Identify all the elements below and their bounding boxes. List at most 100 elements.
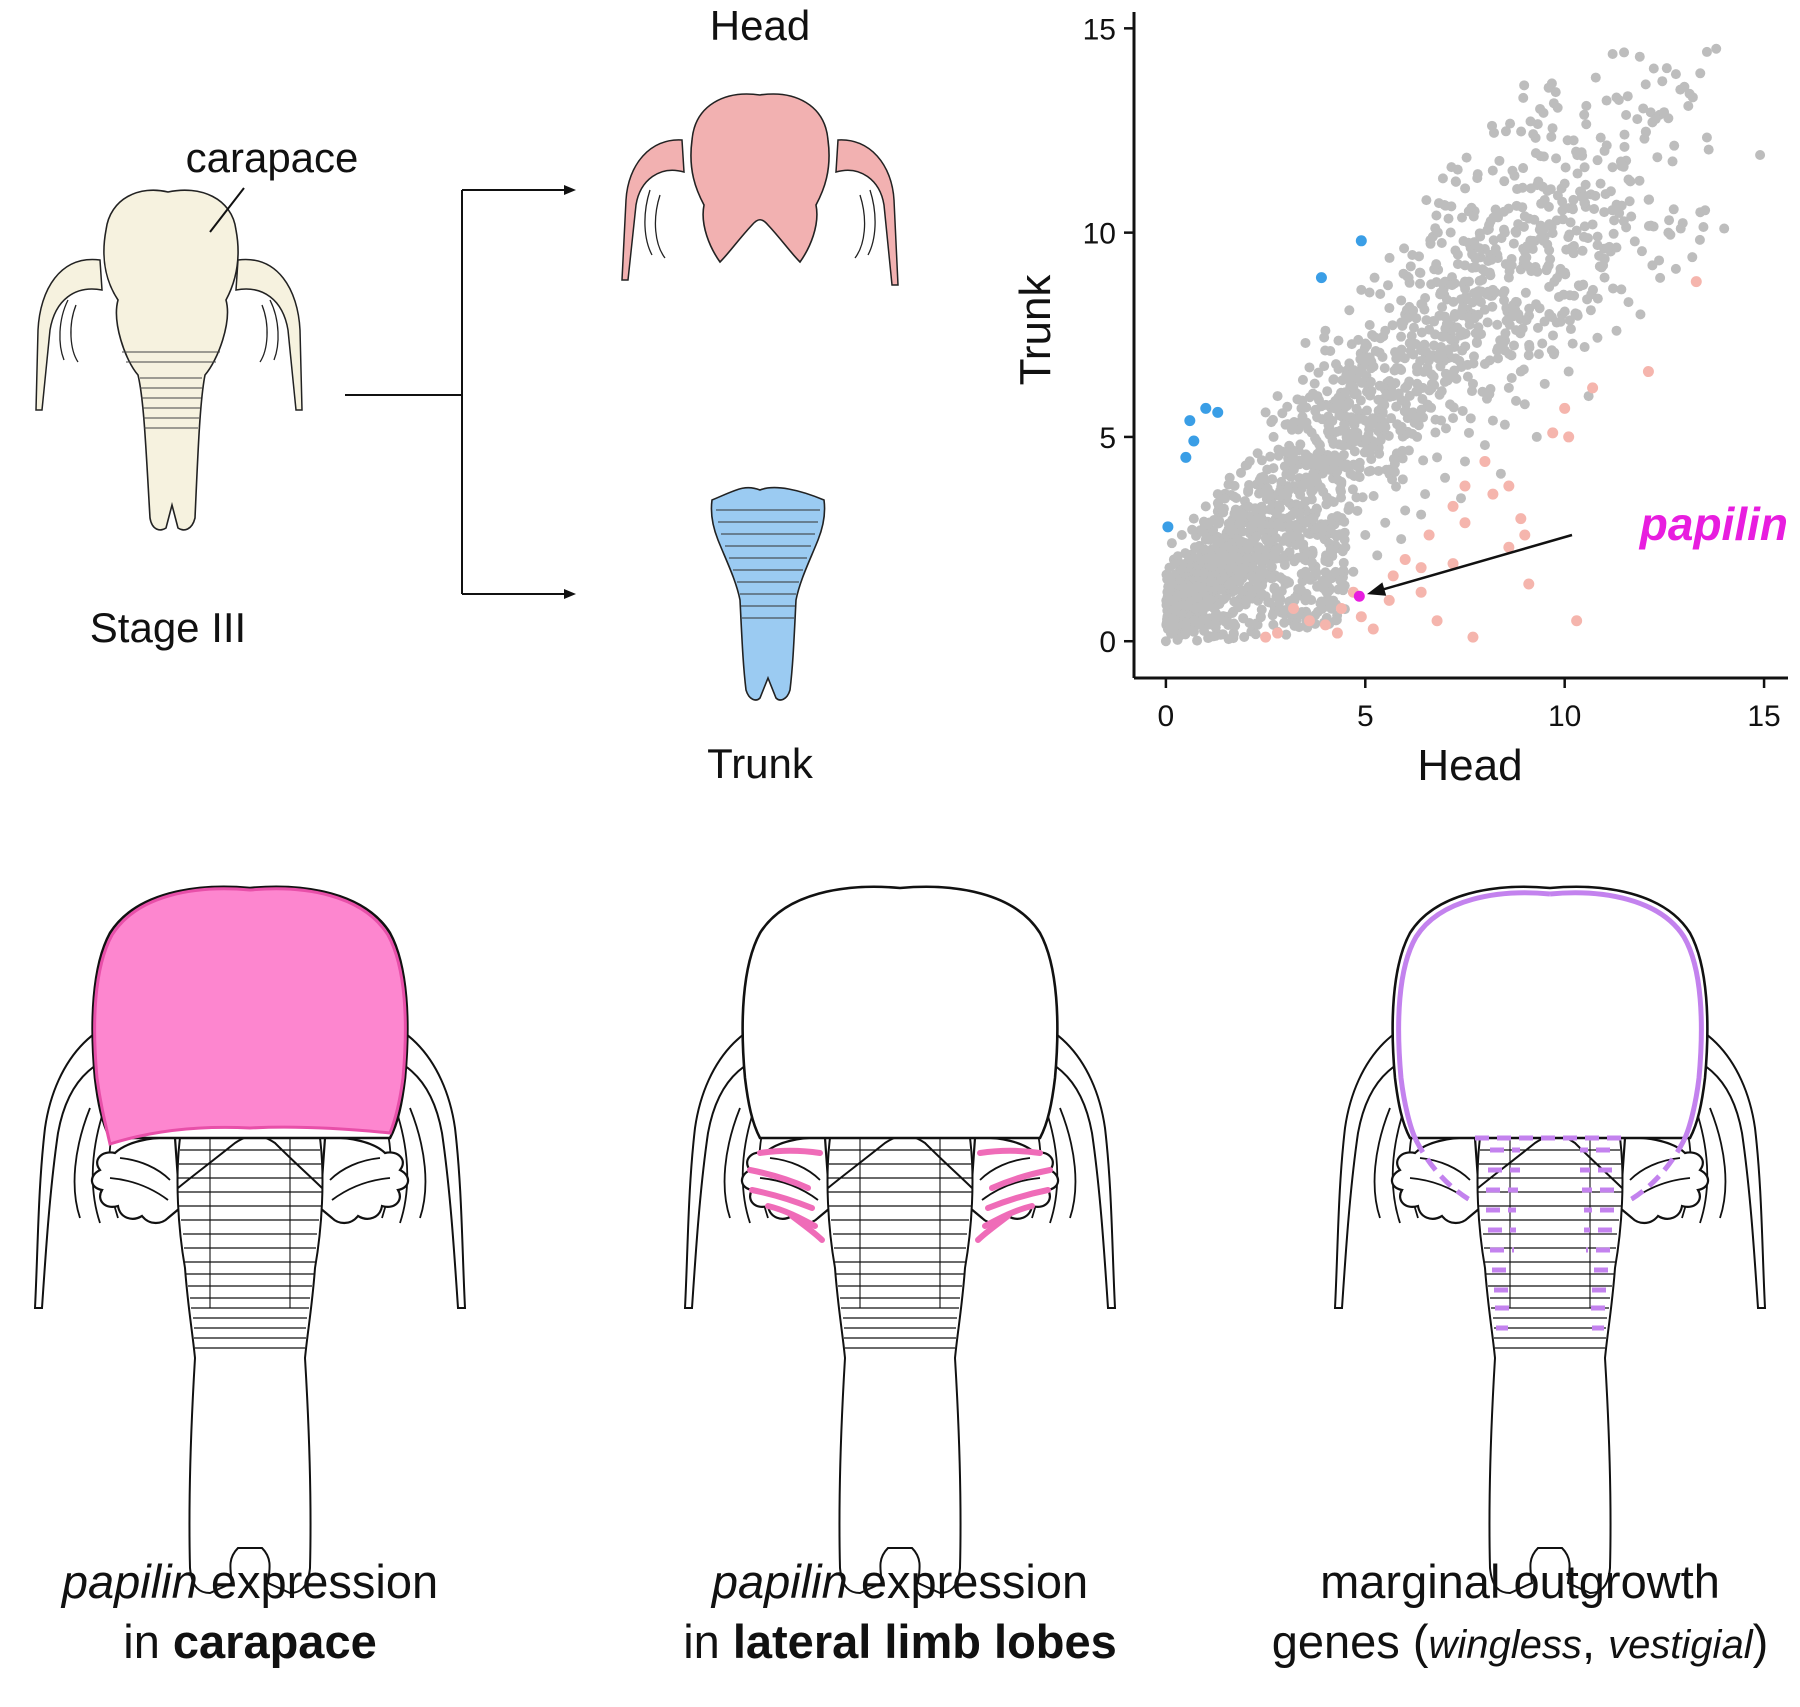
gray-point bbox=[1360, 529, 1371, 540]
gray-point bbox=[1521, 315, 1532, 326]
gray-point bbox=[1615, 156, 1626, 167]
gray-point bbox=[1367, 413, 1378, 424]
gray-point bbox=[1484, 220, 1495, 231]
gray-point bbox=[1428, 340, 1439, 351]
gray-point bbox=[1664, 215, 1675, 226]
marginal-limb-dashes bbox=[1413, 1135, 1687, 1331]
gray-point bbox=[1279, 617, 1290, 628]
gray-point bbox=[1531, 431, 1542, 442]
gray-point bbox=[1511, 325, 1522, 336]
gray-point bbox=[1365, 465, 1376, 476]
gray-point bbox=[1304, 362, 1315, 373]
gray-point bbox=[1661, 63, 1672, 74]
gray-point bbox=[1205, 594, 1216, 605]
gray-point bbox=[1592, 332, 1603, 343]
gray-point bbox=[1579, 162, 1590, 173]
gray-point bbox=[1694, 234, 1705, 245]
gray-point bbox=[1510, 304, 1521, 315]
gray-point bbox=[1587, 219, 1598, 230]
pink-point bbox=[1503, 480, 1515, 492]
gray-point bbox=[1495, 335, 1506, 346]
blue-point bbox=[1188, 435, 1200, 447]
gray-point bbox=[1544, 219, 1555, 230]
gray-point bbox=[1421, 315, 1432, 326]
gray-point bbox=[1499, 419, 1510, 430]
gray-point bbox=[1579, 109, 1590, 120]
gray-point bbox=[1199, 544, 1210, 555]
gray-point bbox=[1467, 386, 1478, 397]
blue-point bbox=[1315, 272, 1327, 284]
gray-point bbox=[1430, 414, 1441, 425]
gray-point bbox=[1488, 127, 1499, 138]
gray-point bbox=[1196, 555, 1207, 566]
pink-point bbox=[1519, 529, 1531, 541]
gray-point bbox=[1370, 346, 1381, 357]
gray-point bbox=[1267, 550, 1278, 561]
gray-point bbox=[1440, 368, 1451, 379]
gray-point bbox=[1372, 550, 1383, 561]
gray-point bbox=[1467, 249, 1478, 260]
gray-point bbox=[1284, 520, 1295, 531]
gray-point bbox=[1375, 289, 1386, 300]
gray-point bbox=[1572, 168, 1583, 179]
gray-point bbox=[1220, 616, 1231, 627]
gray-point bbox=[1308, 485, 1319, 496]
head-label: Head bbox=[710, 2, 810, 49]
gray-point bbox=[1265, 451, 1276, 462]
gray-point bbox=[1229, 596, 1240, 607]
gray-point bbox=[1402, 271, 1413, 282]
gray-point bbox=[1300, 337, 1311, 348]
gray-point bbox=[1341, 459, 1352, 470]
gray-point bbox=[1435, 361, 1446, 372]
gray-point bbox=[1399, 406, 1410, 417]
gray-point bbox=[1698, 221, 1709, 232]
gray-point bbox=[1437, 173, 1448, 184]
gray-point bbox=[1577, 245, 1588, 256]
gray-point bbox=[1621, 110, 1632, 121]
gray-point bbox=[1557, 196, 1568, 207]
gray-point bbox=[1580, 179, 1591, 190]
stage-iii-animal bbox=[35, 189, 303, 531]
gray-point bbox=[1668, 204, 1679, 215]
gray-point bbox=[1323, 411, 1334, 422]
gray-point bbox=[1399, 243, 1410, 254]
pink-point bbox=[1447, 558, 1459, 570]
pink-point bbox=[1690, 276, 1702, 288]
gray-point bbox=[1267, 474, 1278, 485]
gray-point bbox=[1297, 395, 1308, 406]
gray-point bbox=[1456, 493, 1466, 504]
gray-point bbox=[1563, 366, 1574, 377]
gray-point bbox=[1695, 68, 1706, 79]
gray-point bbox=[1447, 280, 1458, 291]
gray-point bbox=[1587, 284, 1598, 295]
blue-point bbox=[1184, 415, 1196, 427]
gray-point bbox=[1374, 422, 1385, 433]
gray-point bbox=[1429, 316, 1440, 327]
gray-point bbox=[1178, 600, 1189, 611]
gray-point bbox=[1260, 551, 1271, 562]
pink-point bbox=[1367, 623, 1379, 635]
gray-point bbox=[1624, 196, 1635, 207]
gray-point bbox=[1392, 419, 1403, 430]
gray-point bbox=[1459, 456, 1470, 467]
gray-point bbox=[1384, 303, 1395, 314]
gray-point bbox=[1353, 334, 1364, 345]
gray-point bbox=[1160, 636, 1171, 647]
gray-point bbox=[1550, 87, 1561, 98]
gray-point bbox=[1446, 272, 1457, 283]
x-tick-label: 10 bbox=[1548, 700, 1581, 733]
gray-point bbox=[1472, 293, 1483, 304]
gray-point bbox=[1539, 316, 1550, 327]
gray-point bbox=[1382, 280, 1393, 291]
gray-point bbox=[1244, 618, 1255, 629]
gray-point bbox=[1470, 262, 1481, 273]
gray-point bbox=[1239, 631, 1250, 642]
pink-point bbox=[1479, 455, 1491, 467]
gray-point bbox=[1164, 562, 1175, 573]
gray-point bbox=[1277, 574, 1288, 585]
gray-point bbox=[1328, 374, 1339, 385]
gray-point bbox=[1487, 165, 1498, 176]
gray-point bbox=[1396, 331, 1407, 342]
gray-point bbox=[1518, 221, 1529, 232]
gray-point bbox=[1719, 223, 1730, 234]
